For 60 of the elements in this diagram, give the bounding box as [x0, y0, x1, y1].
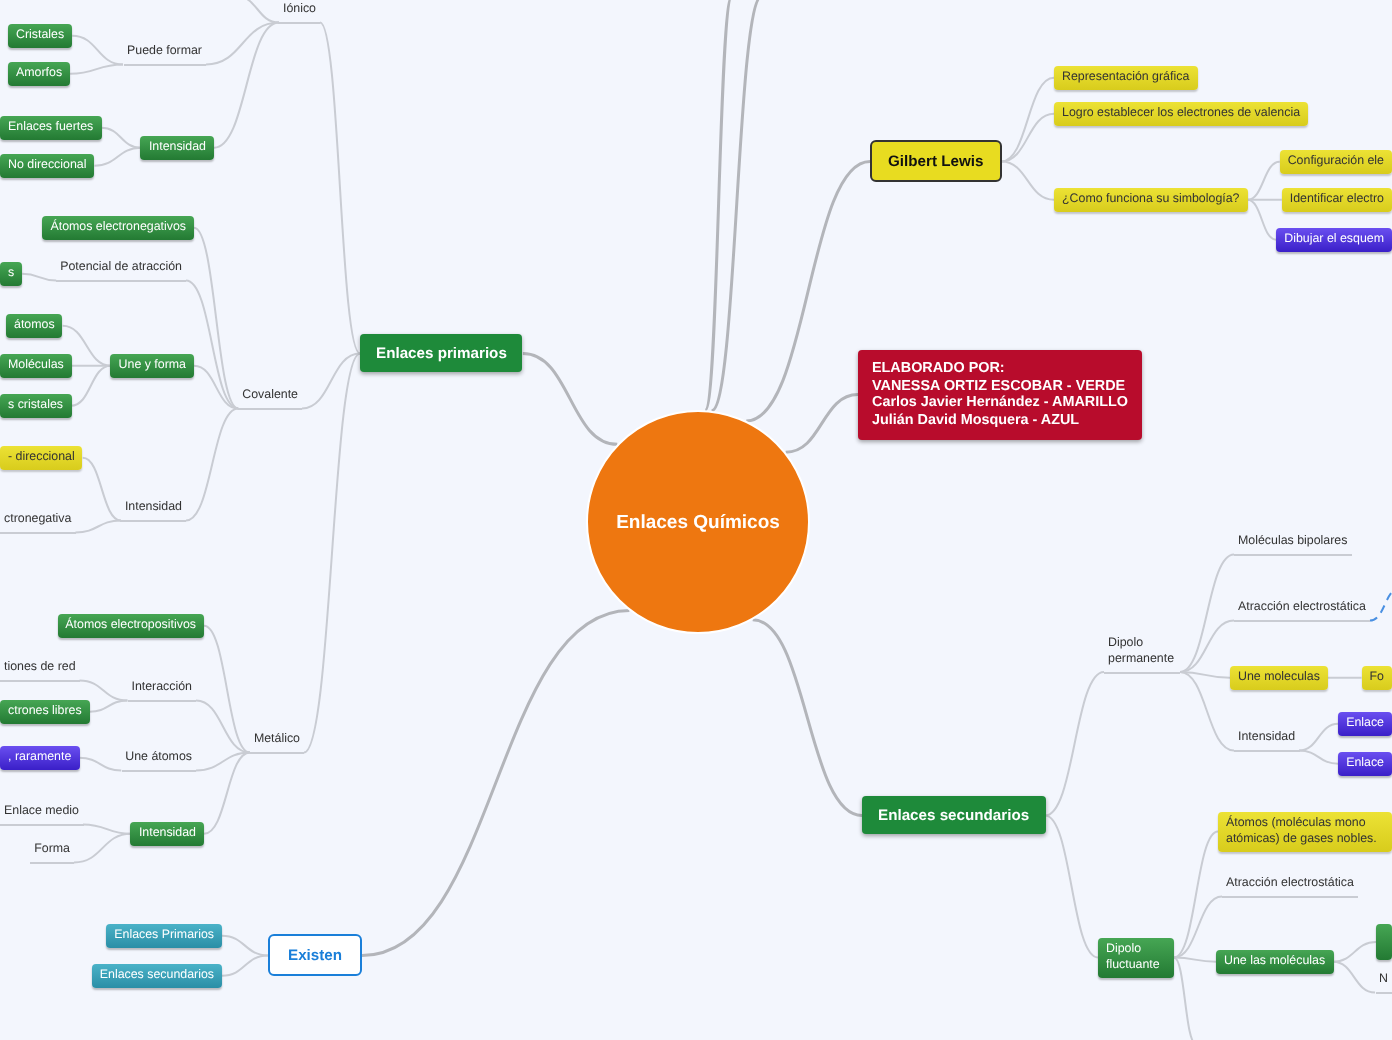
central-topic-circle: Enlaces Químicos	[586, 410, 810, 634]
credits-box	[858, 350, 1142, 440]
branch-line	[1179, 671, 1235, 752]
branch-line	[1246, 160, 1281, 201]
branch-line	[93, 146, 142, 167]
branch-line	[1326, 676, 1363, 679]
branch-line	[203, 624, 251, 754]
branch-line	[1179, 553, 1235, 673]
branch-line	[1179, 619, 1235, 673]
branch-line	[301, 352, 361, 410]
link-line	[1368, 587, 1392, 622]
branch-line	[78, 679, 129, 702]
branch-line	[1246, 198, 1283, 201]
branch-line	[205, 21, 280, 66]
branch-line	[70, 364, 112, 407]
branch-line	[1044, 814, 1099, 959]
branch-line	[1173, 956, 1197, 1040]
branch-line	[185, 407, 240, 522]
branch-line	[100, 126, 142, 149]
branch-line	[82, 823, 132, 835]
branch-line	[203, 751, 251, 835]
branch-line	[69, 63, 124, 75]
branch-line	[752, 618, 863, 817]
branch-line	[193, 364, 240, 410]
branch-line	[1044, 671, 1105, 817]
branch-line	[195, 751, 251, 772]
branch-line	[361, 609, 630, 957]
branch-line	[1000, 160, 1055, 201]
branch-line	[785, 393, 859, 454]
branch-line	[221, 954, 269, 977]
branch-line	[1332, 960, 1377, 994]
branch-line	[193, 226, 240, 410]
branch-line	[78, 756, 123, 772]
branch-line	[213, 21, 280, 149]
branch-line	[61, 324, 112, 367]
branch-line	[1179, 671, 1231, 679]
branch-line	[73, 832, 132, 864]
branch-line	[745, 160, 871, 423]
branch-line	[74, 519, 122, 534]
branch-line	[1000, 76, 1055, 163]
branch-line	[703, 0, 734, 411]
branch-line	[221, 934, 269, 957]
branch-line	[81, 456, 122, 522]
branch-line	[1173, 956, 1217, 963]
branch-line	[1298, 749, 1340, 765]
branch-line	[21, 272, 58, 282]
branch-line	[319, 21, 361, 355]
branch-line	[1173, 830, 1219, 959]
topic-box	[1376, 924, 1392, 960]
branch-line	[1246, 198, 1278, 241]
branch-line	[710, 0, 764, 412]
branch-line	[522, 352, 618, 446]
branch-line	[195, 699, 251, 754]
branch-line	[1332, 941, 1377, 963]
branch-line	[303, 352, 361, 754]
branch-line	[1298, 722, 1340, 752]
branch-line	[71, 34, 124, 66]
branch-line	[185, 279, 240, 410]
branch-line	[88, 699, 129, 713]
branch-line	[1173, 895, 1223, 959]
